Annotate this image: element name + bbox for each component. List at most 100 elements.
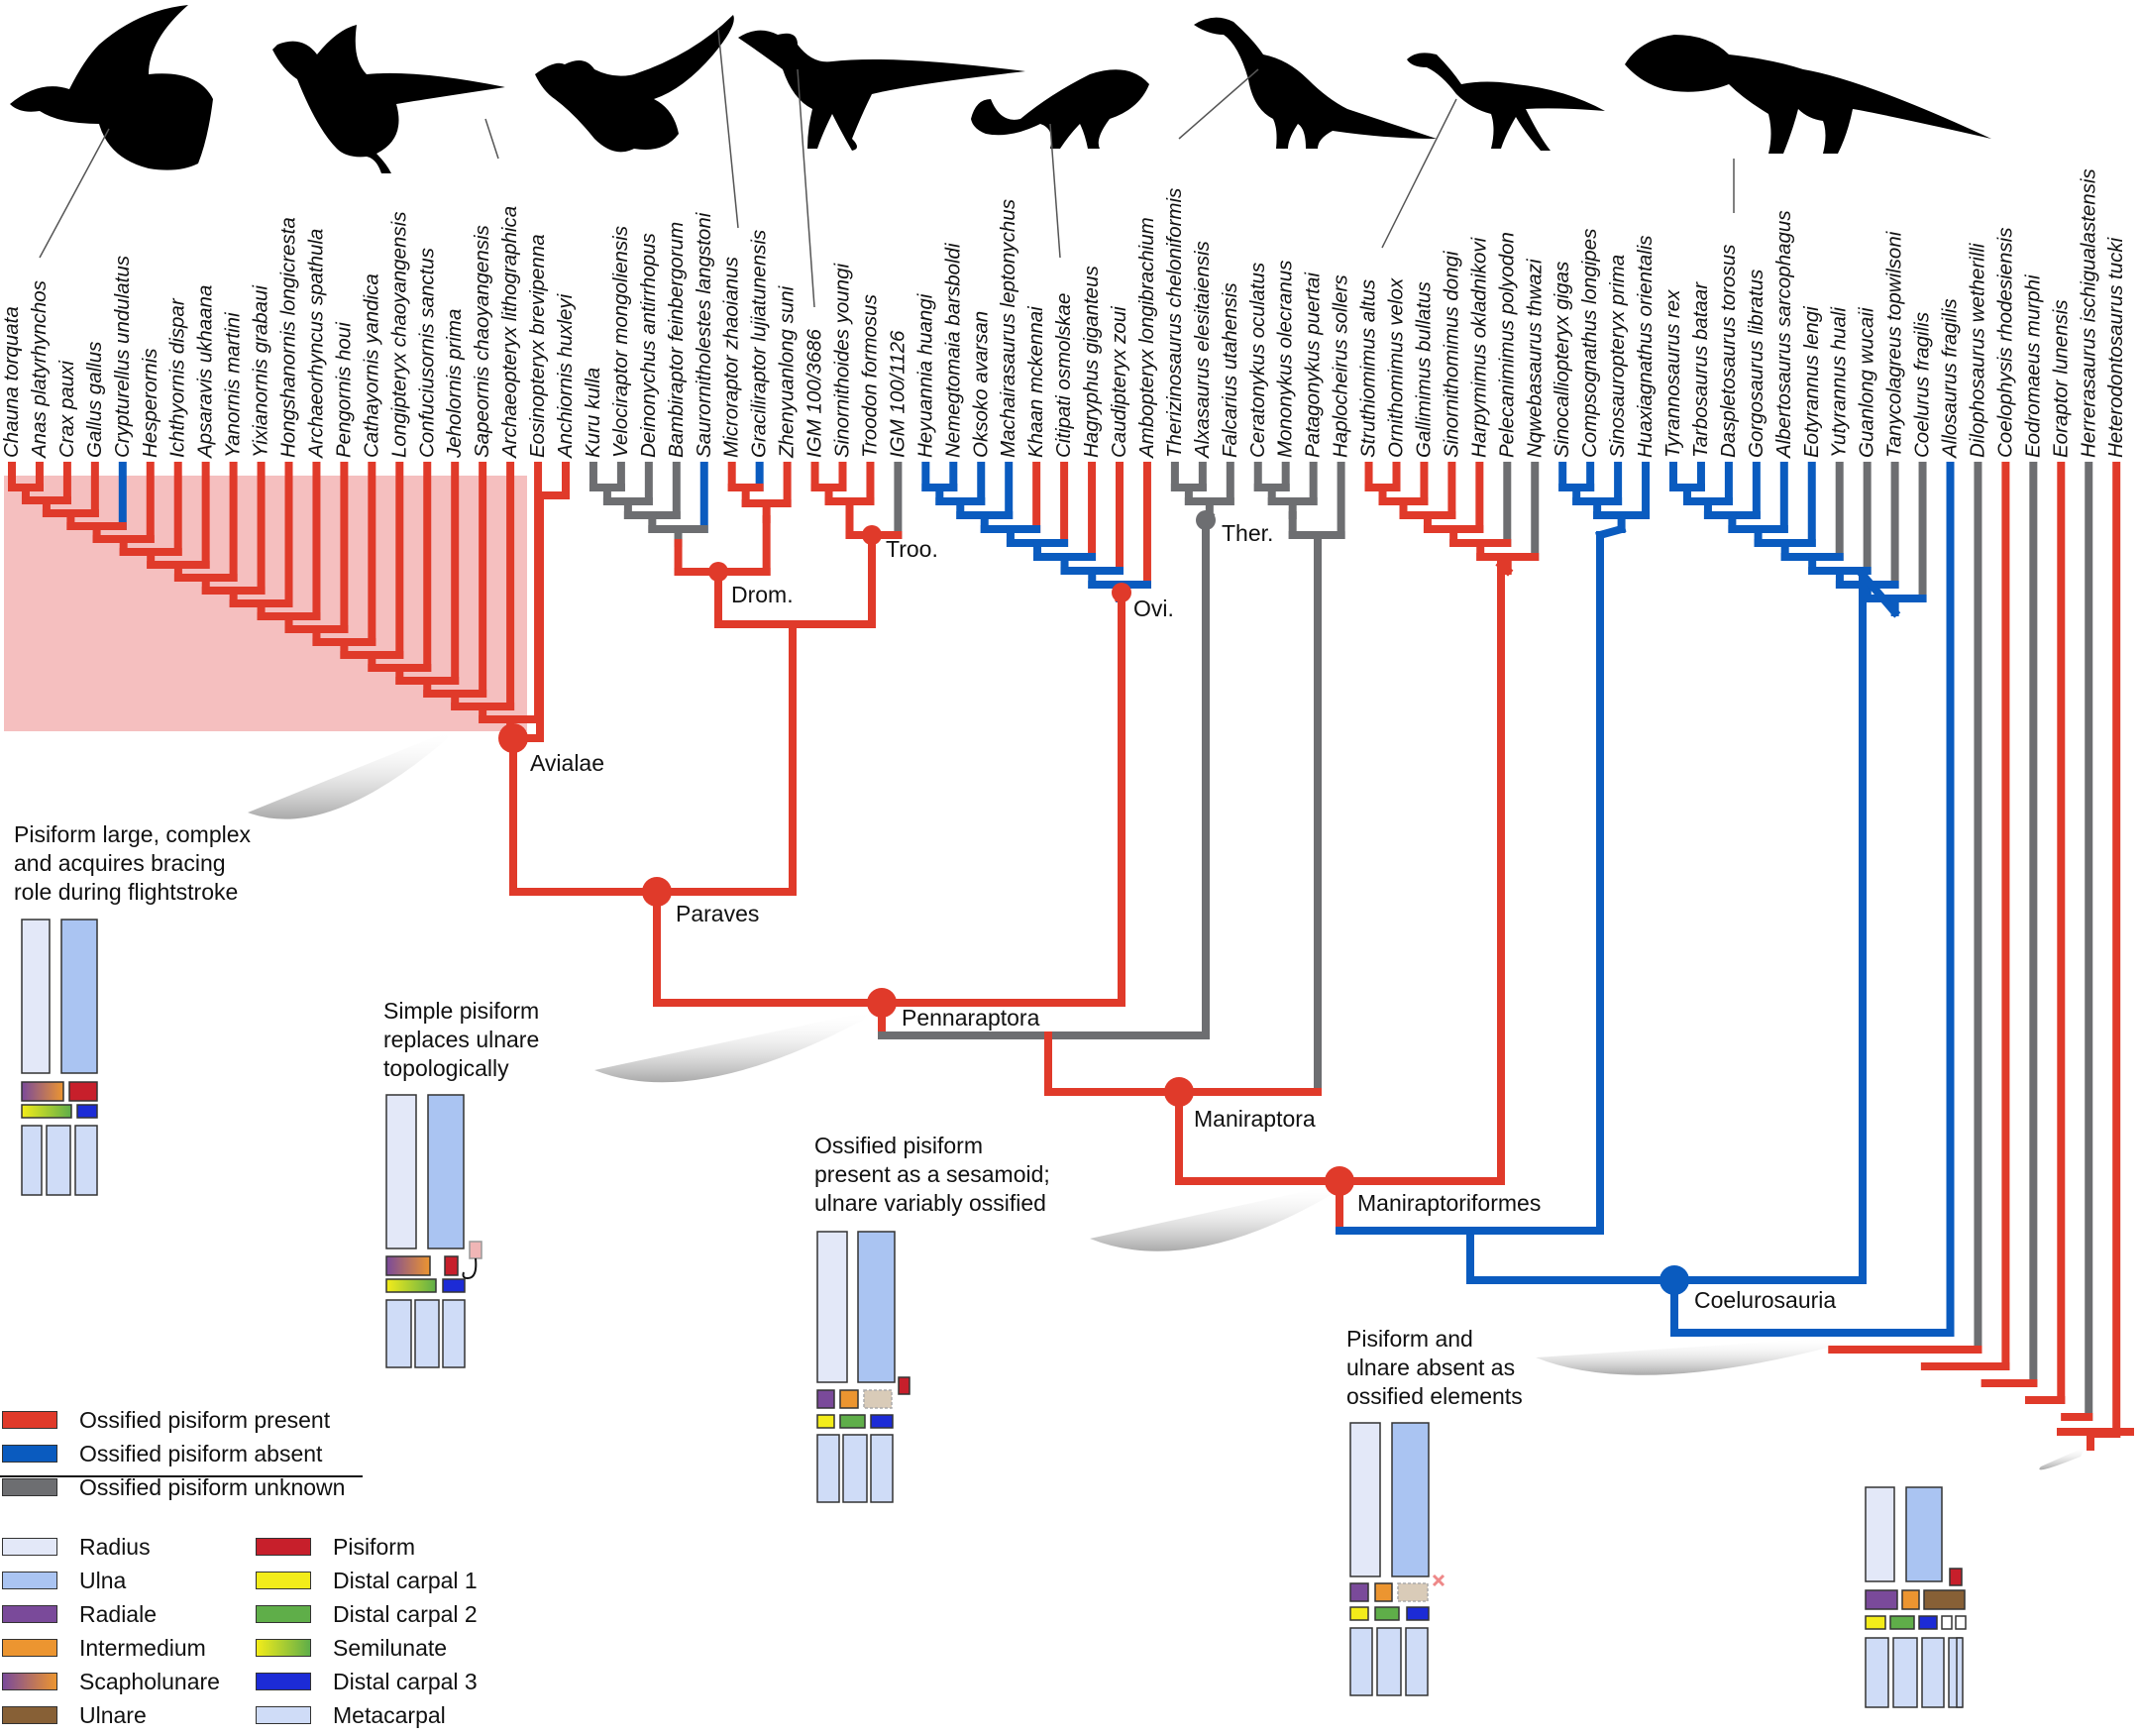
label-ovi: Ovi. [1133, 596, 1174, 621]
taxon-label: Machairasaurus leptonychus [997, 199, 1019, 458]
taxon-label: Troodon formosus [858, 294, 881, 458]
legend-absent: Ossified pisiform absent [2, 1441, 322, 1466]
label-avialae: Avialae [530, 750, 604, 776]
taxon-label: Bambiraptor feinbergorum [665, 222, 688, 458]
taxon-label: Deinonychus antirrhopus [637, 233, 660, 458]
taxon-label: Kuru kulla [582, 368, 604, 458]
tyrannosaur-silhouette-icon [1625, 35, 1991, 154]
taxon-label: Coelophysis rhodesiensis [1993, 228, 2016, 458]
taxon-label: Tarbosaurus bataar [1689, 281, 1712, 458]
callout-fans [248, 730, 2086, 1470]
taxon-label: Mononykus olecranus [1274, 261, 1297, 458]
taxon-label: Yanornis martini [222, 311, 245, 458]
taxon-label: Haplocheirus sollers [1330, 274, 1352, 458]
taxon-label: Cathayornis yandica [360, 273, 382, 458]
taxon-label: Nqwebasaurus thwazi [1523, 258, 1546, 458]
taxon-label: Alxasaurus elesitaiensis [1191, 241, 1214, 460]
taxon-label: Patagonykus puertai [1302, 271, 1325, 458]
taxon-label: Ambopteryx longibrachium [1135, 217, 1158, 460]
taxon-label: Velociraptor mongoliensis [609, 226, 632, 458]
taxon-label: Ceratonykus oculatus [1246, 263, 1269, 458]
taxon-label: Archaeopteryx lithographica [498, 206, 521, 460]
legend-distal-carpal-1: Distal carpal 1 [256, 1568, 478, 1593]
legend-distal-carpal-2: Distal carpal 2 [256, 1601, 478, 1627]
legend-pisiform: Pisiform [256, 1534, 415, 1560]
legend-radiale: Radiale [2, 1601, 157, 1627]
taxon-label: Harpymimus okladnikovi [1467, 236, 1490, 458]
taxon-label: Gallus gallus [83, 342, 106, 458]
node-ovi [1112, 583, 1131, 602]
wrist-diagram-maniraptora [816, 1231, 910, 1503]
node-maniraptora [1164, 1077, 1194, 1107]
taxon-label: Dilophosaurus wetherilli [1966, 242, 1988, 458]
legend-intermedium: Intermedium [2, 1635, 206, 1661]
wrist-diagram-coelurosauria [1349, 1422, 1445, 1696]
taxon-label: Yutyrannus huali [1828, 306, 1851, 458]
taxon-label: IGM 100/1126 [886, 330, 909, 458]
taxon-label: Therizinosaurus cheloniformis [1163, 188, 1186, 458]
legend-distal-carpal-3: Distal carpal 3 [256, 1669, 478, 1694]
taxon-label: Caudipteryx zoui [1108, 305, 1130, 458]
taxon-label: Hesperornis [139, 348, 161, 458]
legend-present: Ossified pisiform present [2, 1407, 330, 1433]
taxon-label: IGM 100/3686 [803, 328, 826, 458]
legend-unknown: Ossified pisiform unknown [2, 1474, 345, 1500]
taxon-label: Albertosaurus sarcophagus [1772, 210, 1795, 460]
taxon-label: Eodromaeus murphi [2021, 273, 2044, 458]
legend-scapholunare: Scapholunare [2, 1669, 220, 1694]
taxon-label: Jeholornis prima [443, 309, 466, 459]
taxon-label: Struthiomimus altus [1357, 279, 1380, 458]
node-coelurosauria [1659, 1265, 1689, 1295]
taxon-label: Tanycolagreus topwilsoni [1883, 230, 1906, 458]
taxon-label: Confuciusornis sanctus [415, 248, 438, 458]
node-pennaraptora [867, 988, 897, 1018]
taxon-label: Sinocalliopteryx gigas [1551, 262, 1573, 458]
troodontid-silhouette-icon [738, 30, 1025, 151]
microraptor-silhouette-icon [535, 15, 734, 153]
node-labels: Avialae Paraves Pennaraptora Maniraptora… [530, 520, 1836, 1313]
taxon-label: Archaeorhyncus spathula [304, 229, 327, 460]
duck-silhouette-icon [10, 5, 213, 170]
therizinosaur-silhouette-icon [1194, 17, 1437, 149]
wrist-diagram-bird [21, 919, 98, 1196]
label-drom: Drom. [731, 582, 794, 607]
node-troo [862, 525, 882, 545]
taxon-label: Hagryphus giganteus [1080, 266, 1103, 458]
taxon-label: Apsaravis ukhaana [194, 285, 217, 460]
taxon-label: Eotyrannus lengi [1800, 305, 1823, 458]
label-maniraptoriformes: Maniraptoriformes [1357, 1190, 1541, 1216]
node-drom [708, 562, 728, 582]
taxon-label: Anchiornis huxleyi [554, 292, 577, 460]
taxon-label: Falcarius utahensis [1219, 282, 1241, 458]
taxon-label: Graciliraptor lujiatunensis [748, 230, 771, 458]
node-ther [1196, 510, 1216, 530]
taxon-label: Anas platyrhynchos [28, 280, 51, 460]
taxon-label: Coelurus fragilis [1911, 312, 1934, 458]
taxon-label: Crax pauxi [55, 360, 78, 458]
taxon-label: Nemegtomaia barsboldi [941, 242, 964, 458]
legend-metacarpal: Metacarpal [256, 1702, 446, 1728]
taxon-label: Chauna torquata [0, 306, 23, 458]
taxon-label: Guanlong wucaii [1856, 306, 1878, 458]
taxon-label: Gallimimus bullatus [1412, 281, 1435, 458]
taxon-label: Crypturellus undulatus [111, 256, 134, 458]
taxon-label: Citipati osmolskae [1052, 293, 1075, 458]
node-paraves [642, 877, 672, 907]
legend-ulna: Ulna [2, 1568, 126, 1593]
taxon-label: Eoraptor lunensis [2049, 299, 2072, 458]
oviraptorid-silhouette-icon [971, 69, 1149, 149]
label-troo: Troo. [886, 536, 938, 562]
node-markers [498, 510, 1689, 1295]
tree-branch [1857, 569, 1901, 618]
silhouette-pointers [39, 29, 1735, 308]
label-maniraptora: Maniraptora [1194, 1106, 1316, 1132]
wrist-diagram-pennaraptora [385, 1094, 482, 1368]
taxon-label: Khaan mckennai [1024, 305, 1047, 458]
label-coelurosauria: Coelurosauria [1694, 1287, 1836, 1313]
node-maniraptoriformes [1325, 1166, 1354, 1196]
ornithomimid-silhouette-icon [1407, 53, 1605, 152]
